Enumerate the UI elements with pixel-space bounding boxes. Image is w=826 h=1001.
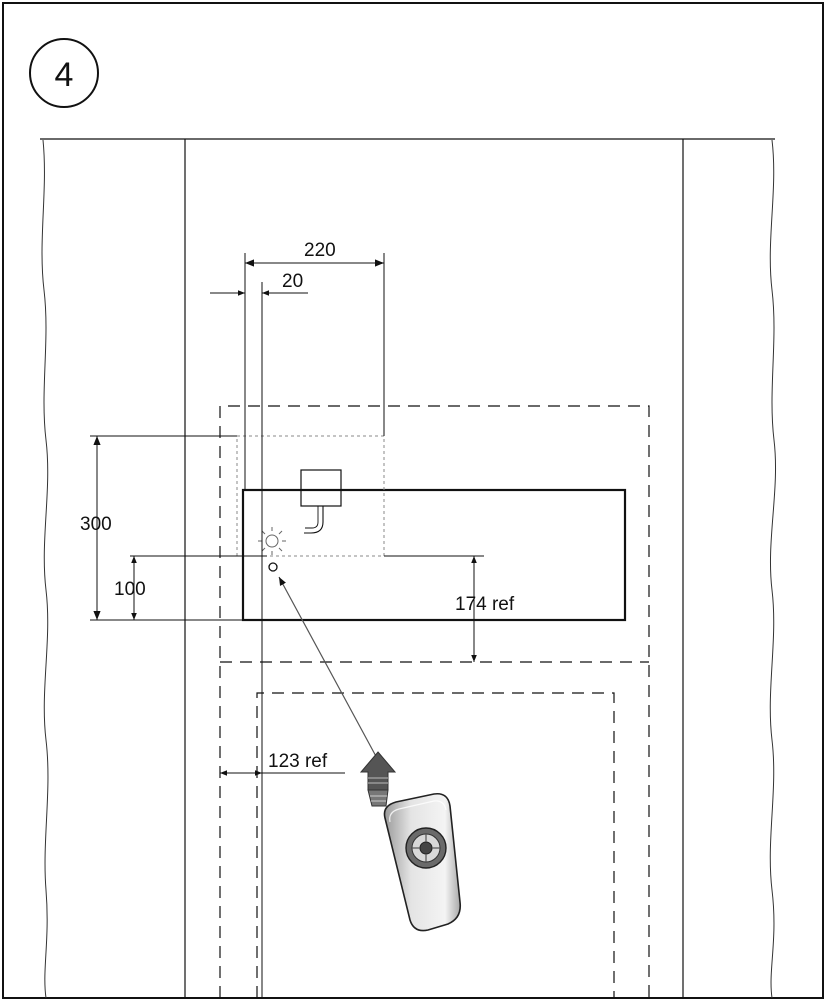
- dimension-174-ref: 174 ref: [384, 555, 515, 662]
- dimension-300: 300: [80, 435, 243, 621]
- dimension-20: 20: [210, 271, 308, 998]
- wall-break-right: [769, 139, 776, 999]
- motor-housing: [241, 488, 627, 622]
- dim-123-label: 123 ref: [268, 751, 328, 772]
- receiver-zone-dashed: [236, 435, 385, 557]
- dim-300-label: 300: [80, 514, 112, 535]
- step-number: 4: [55, 56, 74, 94]
- dim-20-label: 20: [282, 271, 303, 292]
- dim-220-label: 220: [304, 240, 336, 261]
- dimension-220: 220: [244, 240, 385, 490]
- dimension-123-ref: 123 ref: [220, 751, 345, 776]
- wall-break-left: [41, 139, 49, 999]
- dim-174-label: 174 ref: [455, 594, 515, 615]
- receiver-cable: [304, 506, 324, 534]
- signal-arrow-icon: [359, 751, 397, 807]
- door-leaf-dashed: [256, 692, 615, 998]
- remote-control-icon: [383, 792, 462, 932]
- signal-line: [278, 576, 379, 761]
- step-indicator: 4: [29, 38, 99, 108]
- dimension-100: 100: [114, 555, 267, 620]
- ir-receiver-eye: [268, 562, 278, 572]
- dim-100-label: 100: [114, 579, 146, 600]
- door-opening-dashed: [219, 405, 650, 998]
- receiver-box: [300, 469, 342, 507]
